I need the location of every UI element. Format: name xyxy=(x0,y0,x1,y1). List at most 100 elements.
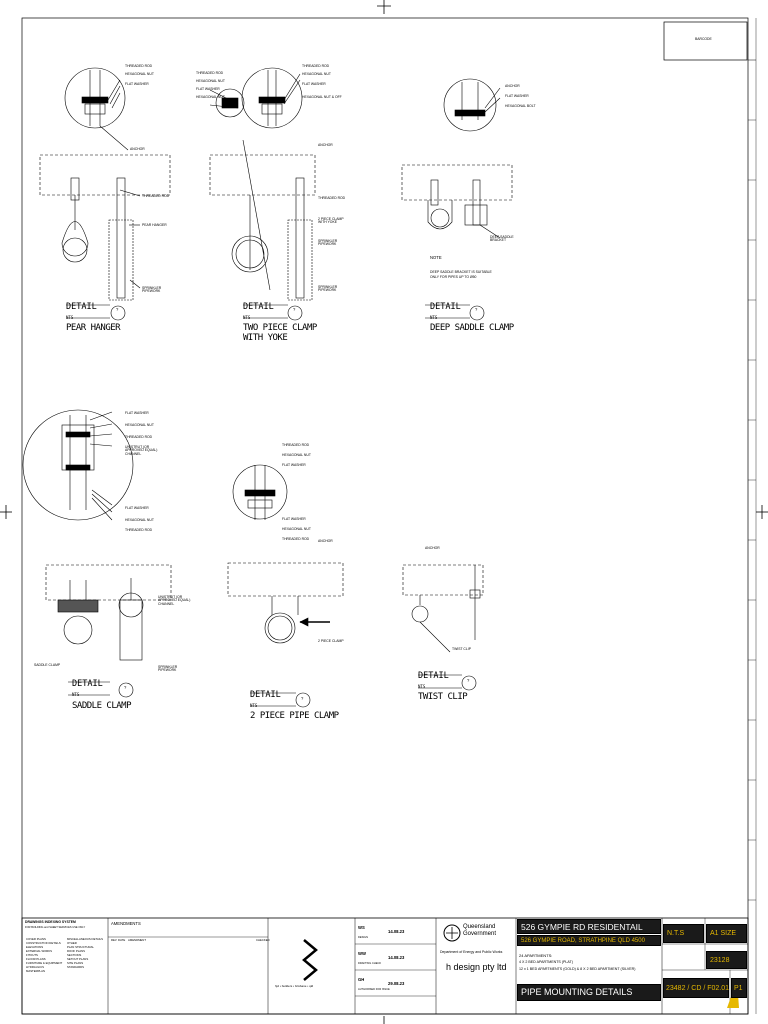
label-flat-washer: FLAT WASHER xyxy=(125,411,149,415)
note-body: DEEP SADDLE BRACKET IS SUITABLE ONLY FOR… xyxy=(430,270,492,280)
rev-cell: P1 xyxy=(731,978,747,998)
detail-title: DETAIL xyxy=(250,690,281,700)
amend-header-date: DATE xyxy=(118,938,126,942)
label-anchor: ANCHOR xyxy=(425,546,440,550)
job-cell: 23128 xyxy=(706,951,747,969)
detail-name: SADDLE CLAMP xyxy=(72,701,132,711)
detail-name: DEEP SADDLE CLAMP xyxy=(430,323,514,333)
detail-name: 2 PIECE PIPE CLAMP xyxy=(250,711,339,721)
scale-value: N.T.S xyxy=(667,930,685,937)
label-threaded-rod: THREADED ROD xyxy=(125,64,153,68)
label-threaded-rod-2: THREADED ROD xyxy=(125,528,153,532)
label-threaded-rod-3: THREADED ROD xyxy=(318,196,346,200)
label-hexagonal-nut: HEXAGONAL NUT xyxy=(282,453,311,457)
label-hexagonal-nut-2: HEXAGONAL NUT xyxy=(282,527,311,531)
label-unistrut-2: UNISTRUT (OR APPROVED EQUAL) CHANNEL xyxy=(158,595,191,606)
detail-ref: ? xyxy=(467,678,470,683)
label-unistrut: UNISTRUT (OR APPROVED EQUAL) CHANNEL xyxy=(125,445,158,456)
detail-nts: NTS xyxy=(430,315,438,320)
label-flat-washer-2: FLAT WASHER xyxy=(125,506,149,510)
label-saddle-clamp: SADDLE CLAMP xyxy=(34,663,61,667)
signoff-role: AUTHORISED FOR ISSUE xyxy=(358,988,390,991)
drawing-number-cell: 23482 / CD / F02.01 xyxy=(663,978,729,998)
label-flat-washer: FLAT WASHER xyxy=(505,94,529,98)
index-item: PLAN STRUCTURAL xyxy=(67,945,94,950)
label-pear-hanger: PEAR HANGER xyxy=(142,223,167,227)
label-threaded-rod-2: THREADED ROD xyxy=(142,194,170,198)
label-threaded-rod: THREADED ROD xyxy=(125,435,153,439)
firm-name: h design pty ltd xyxy=(446,962,507,972)
barcode-label: BARCODE xyxy=(695,37,712,41)
index-list: COVER PLANS CONSTRUCTION DETAILS ELEVATI… xyxy=(26,937,106,973)
detail-nts: NTS xyxy=(72,692,80,697)
detail-title: DETAIL xyxy=(66,302,97,312)
detail-ref: ? xyxy=(293,307,296,312)
index-item: SITE PLANS xyxy=(67,961,84,966)
indexing-title: DRAWINGS INDEXING SYSTEM xyxy=(25,920,76,924)
gov-dept: Department of Energy and Public Works xyxy=(440,950,503,954)
label-hexagonal-bolt: HEXAGONAL BOLT xyxy=(505,104,536,108)
drawing-number: 23482 / CD / F02.01 xyxy=(666,985,730,992)
index-item: ROOF PLANS xyxy=(67,949,86,954)
index-item: FITOUTS xyxy=(26,953,38,958)
label-threaded-rod-2: THREADED ROD xyxy=(282,537,310,541)
project-desc-line: 12 x 1 BED APARTMENTS (GOLD) & 8 X 2 BED… xyxy=(519,967,636,971)
signoff-role: DESIGN xyxy=(358,936,368,939)
index-item: SECTIONS xyxy=(67,953,82,958)
index-item: FLOOR PLANS xyxy=(26,957,46,962)
index-item: OTHER xyxy=(67,941,77,946)
detail-ref: ? xyxy=(475,307,478,312)
index-item: MASTERPLAN xyxy=(26,969,45,974)
label-deep-saddle-bracket: DEEP SADDLE BRACKET xyxy=(490,235,514,243)
detail-nts: NTS xyxy=(250,703,258,708)
sheet-size: A1 SIZE xyxy=(710,930,737,937)
label-anchor: ANCHOR xyxy=(318,143,333,147)
label-sprinkler-pipework: SPRINKLER PIPEWORK xyxy=(318,239,338,247)
index-item: SETOUT PLANS xyxy=(67,957,89,962)
label-anchor: ANCHOR xyxy=(130,147,145,151)
note-title: NOTE xyxy=(430,255,442,260)
index-item: FURNITURE & EQUIPMENT xyxy=(26,961,63,966)
revision: P1 xyxy=(734,985,743,992)
project-desc-line: 24 APARTMENTS: xyxy=(519,953,553,958)
label-flat-washer-2: FLAT WASHER xyxy=(302,82,326,86)
scale-cell: N.T.S xyxy=(663,924,704,943)
detail-nts: NTS xyxy=(66,315,74,320)
indexing-sub: FOR BUILDING and SHEET SERVICES USE ONLY xyxy=(25,926,86,929)
detail-name: TWO PIECE CLAMP WITH YOKE xyxy=(243,323,317,343)
gov-name: Queensland Government xyxy=(463,924,497,937)
label-threaded-rod: THREADED ROD xyxy=(282,443,310,447)
project-title: 526 GYMPIE RD RESIDENTAIL xyxy=(521,922,643,932)
label-hexagonal-nut: HEXAGONAL NUT xyxy=(125,72,154,76)
label-flat-washer: FLAT WASHER xyxy=(196,87,220,91)
project-address: 526 GYMPIE ROAD, STRATHPINE QLD 4500 xyxy=(521,938,645,944)
label-threaded-rod-2: THREADED ROD xyxy=(302,64,330,68)
firm-logo-caption: hjd • builders • brisbane • qld xyxy=(275,984,314,988)
signoff-initials: GH xyxy=(358,977,365,982)
detail-title: DETAIL xyxy=(430,302,461,312)
detail-title: DETAIL xyxy=(243,302,274,312)
index-item: STANDARDS xyxy=(67,965,85,970)
project-address-band: 526 GYMPIE ROAD, STRATHPINE QLD 4500 xyxy=(517,935,661,946)
label-sprinkler-pipework-2: SPRINKLER PIPEWORK xyxy=(318,285,338,293)
label-2-piece-clamp: 2 PIECE CLAMP xyxy=(318,639,344,643)
drawing-title-band: PIPE MOUNTING DETAILS xyxy=(517,984,661,1001)
amendments-title: AMENDMENTS xyxy=(111,921,141,926)
detail-nts: NTS xyxy=(243,315,251,320)
label-hexagonal-nut-3: HEXAGONAL NUT xyxy=(302,72,331,76)
index-item: EXTERNAL WORKS xyxy=(26,949,53,954)
detail-ref: ? xyxy=(124,685,127,690)
detail-title: DETAIL xyxy=(72,679,103,689)
index-item: COVER PLANS xyxy=(26,937,46,941)
index-item: CONSTRUCTION DETAILS xyxy=(26,941,61,946)
label-2-piece-clamp: 2 PIECE CLAMP WITH YOKE xyxy=(318,217,344,225)
label-hexagonal-nut-2: HEXAGONAL NUT xyxy=(125,518,154,522)
label-sprinkler-pipework: SPRINKLER PIPEWORK xyxy=(142,286,162,294)
label-anchor: ANCHOR xyxy=(505,84,520,88)
label-threaded-rod: THREADED ROD xyxy=(196,71,224,75)
signoff-role: DRAFTING CHECK xyxy=(358,962,382,965)
signoff-date: 29.08.23 xyxy=(388,981,405,986)
signoff-initials: WW xyxy=(358,951,366,956)
detail-ref: ? xyxy=(116,307,119,312)
size-cell: A1 SIZE xyxy=(706,924,747,943)
